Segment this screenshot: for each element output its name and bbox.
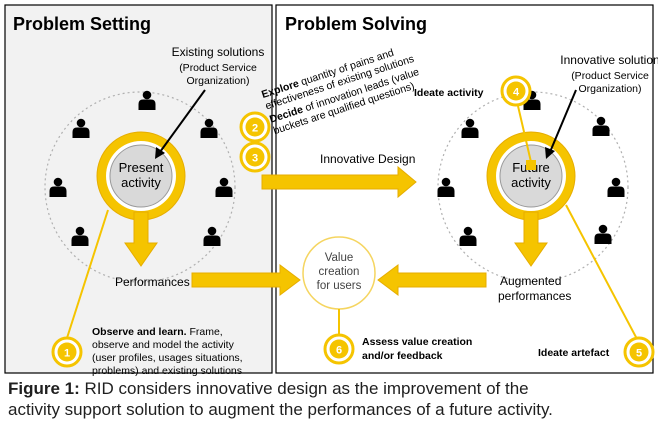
augmented-performances-arrow [514, 211, 548, 267]
augmented-to-value-arrow [377, 264, 487, 296]
step-1-number: 1 [64, 348, 70, 360]
performances-arrow [124, 211, 158, 267]
value-creation-label-3: for users [317, 280, 362, 292]
innovative-solution-sub-1: (Product Service [571, 70, 649, 82]
caption-line-1: Figure 1: RID considers innovative desig… [8, 378, 653, 399]
present-activity-label-1: Present [119, 160, 164, 175]
step-1-badge [57, 342, 77, 362]
step-2-number: 2 [252, 123, 258, 135]
caption-line-2: activity support solution to augment the… [8, 400, 553, 419]
step-6-badge [329, 339, 349, 359]
innovative-design-arrow [261, 165, 417, 199]
figure-caption: Figure 1: RID considers innovative desig… [8, 378, 653, 420]
innovative-solution-sub-2: Organization) [578, 83, 641, 95]
assess-line-1: Assess value creation [362, 336, 472, 348]
step-2-badge [245, 117, 265, 137]
present-activity-node [109, 144, 173, 208]
step-4-badge [506, 81, 526, 101]
performances-label: Performances [115, 275, 190, 289]
step-1-line-1: Observe and learn. Frame, [92, 326, 223, 338]
innovative-design-label: Innovative Design [320, 152, 415, 166]
ideate-artefact-label: Ideate artefact [538, 347, 610, 359]
augmented-label-2: performances [498, 289, 571, 303]
innovative-solution-label: Innovative solution [560, 53, 658, 67]
problem-solving-title: Problem Solving [285, 14, 427, 34]
step-4-number: 4 [513, 87, 520, 99]
future-activity-label-2: activity [511, 175, 551, 190]
existing-solutions-label: Existing solutions [172, 45, 265, 59]
step-1-line-2: observe and model the activity [92, 339, 235, 351]
innovative-solution-pointer [549, 89, 577, 153]
value-creation-label-2: creation [319, 266, 360, 278]
existing-solutions-sub-2: Organization) [186, 75, 249, 87]
performances-to-value-arrow [191, 264, 301, 296]
step-5-number: 5 [636, 348, 642, 360]
existing-solutions-pointer [159, 89, 206, 153]
step-4-marker [526, 160, 536, 170]
step-4-connector [517, 105, 532, 163]
user-ring [44, 91, 236, 283]
step-3-badge [245, 147, 265, 167]
caption-label: Figure 1: [8, 379, 80, 398]
step-1-line-4: problems) and existing solutions [92, 365, 242, 377]
value-creation-label-1: Value [325, 252, 354, 264]
step-1-connector [66, 209, 109, 339]
step-6-number: 6 [336, 345, 342, 357]
present-activity-label-2: activity [121, 175, 161, 190]
step-3-number: 3 [252, 153, 258, 165]
problem-setting-title: Problem Setting [13, 14, 151, 34]
caption-text-1: RID considers innovative design as the i… [79, 379, 529, 398]
existing-solutions-sub-1: (Product Service [179, 62, 257, 74]
pointer-arrowhead [155, 147, 165, 159]
assess-line-2: and/or feedback [362, 350, 443, 362]
step-5-connector [565, 204, 638, 340]
augmented-label-1: Augmented [500, 274, 561, 288]
step-5-badge [629, 342, 649, 362]
step-1-line-3: (user profiles, usages situations, [92, 352, 243, 364]
pointer-arrowhead [545, 147, 555, 159]
ideate-activity-label: Ideate activity [414, 87, 484, 99]
future-activity-node [499, 144, 563, 208]
